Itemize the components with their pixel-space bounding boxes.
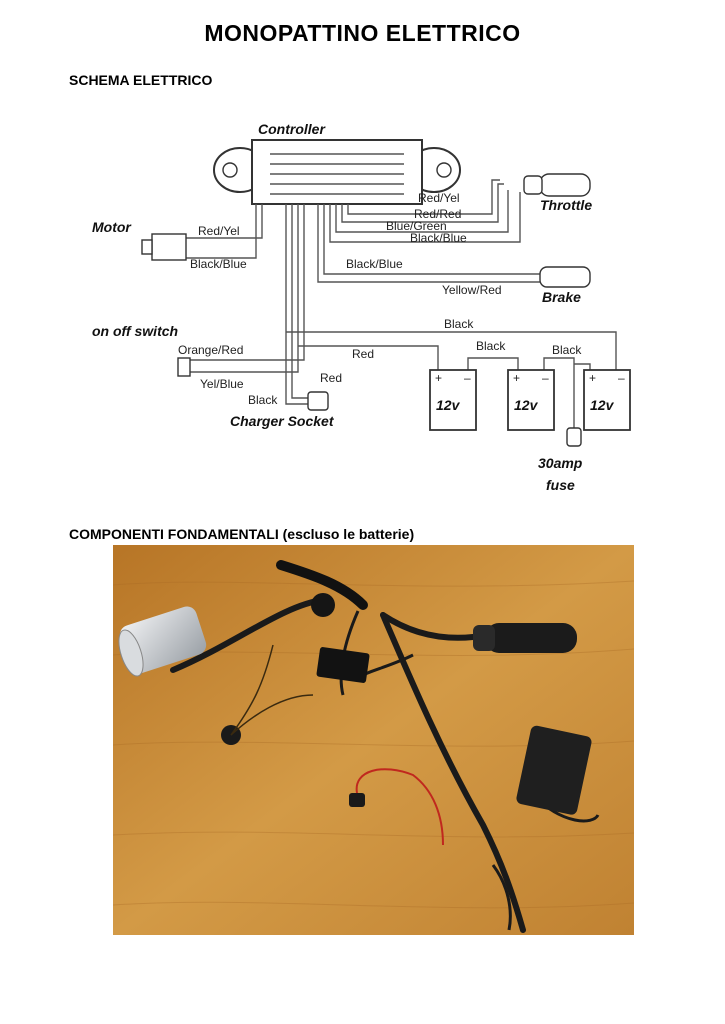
wire-yellow-red: Yellow/Red xyxy=(442,283,502,297)
wire-black-blue-throttle: Black/Blue xyxy=(410,231,467,245)
wire-black-blue-motor: Black/Blue xyxy=(190,257,247,271)
battery-2 xyxy=(507,369,555,431)
wire-orange-red: Orange/Red xyxy=(178,343,243,357)
throttle-photo xyxy=(485,623,577,653)
charger-label: Charger Socket xyxy=(230,413,335,429)
brake-lever-photo xyxy=(276,560,368,610)
components-photo xyxy=(113,545,634,935)
battery-2-label: 12v xyxy=(514,397,539,413)
wire-blue-green: Blue/Green xyxy=(386,219,447,233)
wire-black-blue-brake: Black/Blue xyxy=(346,257,403,271)
wire-red-red: Red/Red xyxy=(414,207,461,221)
wire-black-charger: Black xyxy=(248,393,278,407)
heading-components: COMPONENTI FONDAMENTALI (escluso le batt… xyxy=(69,526,415,542)
battery-2-plus: + xyxy=(513,371,520,385)
controller-photo xyxy=(316,647,370,683)
battery-1 xyxy=(429,369,477,431)
charger-photo xyxy=(349,793,365,807)
brake-label: Brake xyxy=(542,289,581,305)
battery-2-minus: – xyxy=(542,371,549,385)
battery-1-label: 12v xyxy=(436,397,461,413)
wire-red-yel: Red/Yel xyxy=(418,191,460,205)
controller-label: Controller xyxy=(258,121,326,137)
throttle-grip xyxy=(539,173,591,197)
switch-label: on off switch xyxy=(92,323,178,339)
wire-black-main: Black xyxy=(444,317,474,331)
fuse-label: fuse xyxy=(546,477,575,493)
motor-label: Motor xyxy=(92,219,132,235)
battery-3-plus: + xyxy=(589,371,596,385)
battery-1-plus: + xyxy=(435,371,442,385)
wire-red-charger: Red xyxy=(320,371,342,385)
wire-black-b1: Black xyxy=(476,339,506,353)
onoff-switch xyxy=(177,357,191,377)
wire-black-b2: Black xyxy=(552,343,582,357)
battery-3-label: 12v xyxy=(590,397,615,413)
battery-1-minus: – xyxy=(464,371,471,385)
brake-lever xyxy=(539,266,591,288)
fuse-amp-label: 30amp xyxy=(538,455,583,471)
fuse-body xyxy=(566,427,582,447)
charger-socket xyxy=(307,391,329,411)
harness-main xyxy=(380,612,526,933)
wire-red-yel-motor: Red/Yel xyxy=(198,224,240,238)
heading-schema: SCHEMA ELETTRICO xyxy=(69,72,213,88)
motor-connector xyxy=(151,233,187,261)
wire-yel-blue: Yel/Blue xyxy=(200,377,244,391)
battery-box-photo xyxy=(516,725,592,815)
battery-3-minus: – xyxy=(618,371,625,385)
battery-3 xyxy=(583,369,631,431)
wiring-diagram: Controller Motor Throttle Brake on off s… xyxy=(92,121,631,493)
wire-red-battery: Red xyxy=(352,347,374,361)
page-title: MONOPATTINO ELETTRICO xyxy=(204,20,521,46)
throttle-label: Throttle xyxy=(540,197,592,213)
